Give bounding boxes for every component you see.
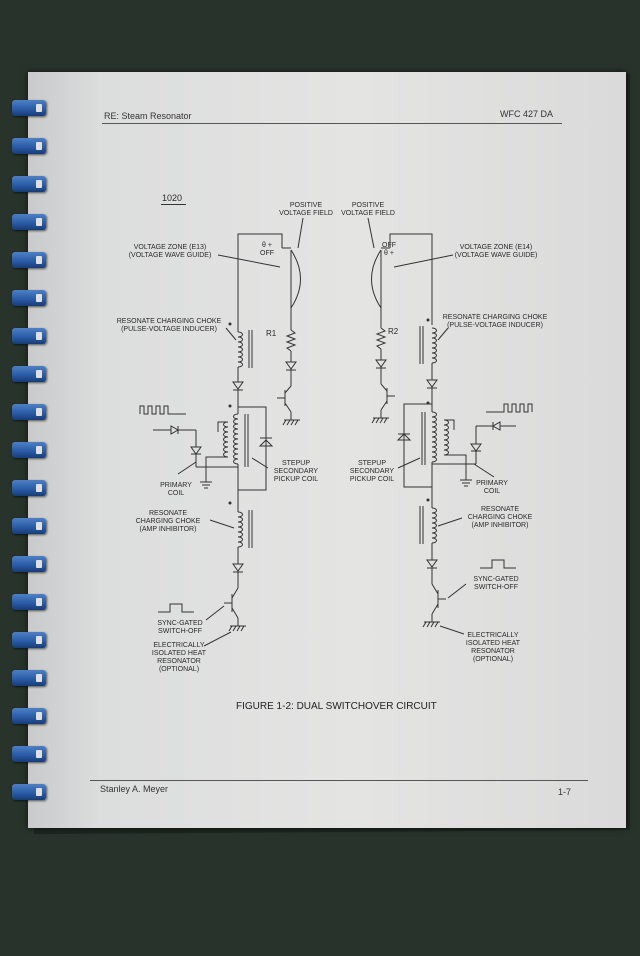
figure-caption: FIGURE 1-2: DUAL SWITCHOVER CIRCUIT [236,701,437,712]
binding-ring [12,442,46,458]
footer-page-number: 1-7 [558,787,572,797]
binding-ring [12,670,46,686]
binding-ring [12,328,46,344]
left-voltage-zone-label: VOLTAGE ZONE (E13)(VOLTAGE WAVE GUIDE) [128,244,212,259]
binding-ring [12,176,46,192]
figure-number-underline [161,204,186,205]
footer-author: Stanley A. Meyer [100,784,169,794]
right-circuit [367,217,533,635]
left-resistor-label: R1 [266,329,277,338]
binding-ring [12,252,46,268]
binding-ring [12,480,46,496]
binding-ring [12,366,46,382]
binding-ring [12,708,46,724]
binding-ring [12,746,46,762]
binding-ring [12,214,46,230]
binding-ring [12,784,46,800]
header-title: RE: Steam Resonator [104,111,192,121]
binding-ring [12,290,46,306]
document-page: RE: Steam Resonator WFC 427 DA 1020 POSI… [28,72,626,828]
right-voltage-zone-label: VOLTAGE ZONE (E14)(VOLTAGE WAVE GUIDE) [454,244,538,259]
binding-ring [12,556,46,572]
footer-rule [90,780,588,781]
binding-ring [12,594,46,610]
binding-ring [12,518,46,534]
right-charging-choke-label: RESONATE CHARGING CHOKE(PULSE-VOLTAGE IN… [442,314,548,329]
spiral-binding [0,0,70,956]
header-rule [102,123,562,124]
binding-ring [12,100,46,116]
binding-ring [12,138,46,154]
left-charging-choke-label: RESONATE CHARGING CHOKE(PULSE-VOLTAGE IN… [116,318,222,333]
left-circuit [139,217,304,647]
binding-ring [12,632,46,648]
figure-number: 1020 [162,193,183,203]
dual-switchover-circuit-diagram [139,217,533,647]
header-doc-number: WFC 427 DA [500,109,554,119]
binding-ring [12,404,46,420]
left-terminal-label: θ +OFF [260,242,274,257]
right-resistor-label: R2 [388,327,399,336]
